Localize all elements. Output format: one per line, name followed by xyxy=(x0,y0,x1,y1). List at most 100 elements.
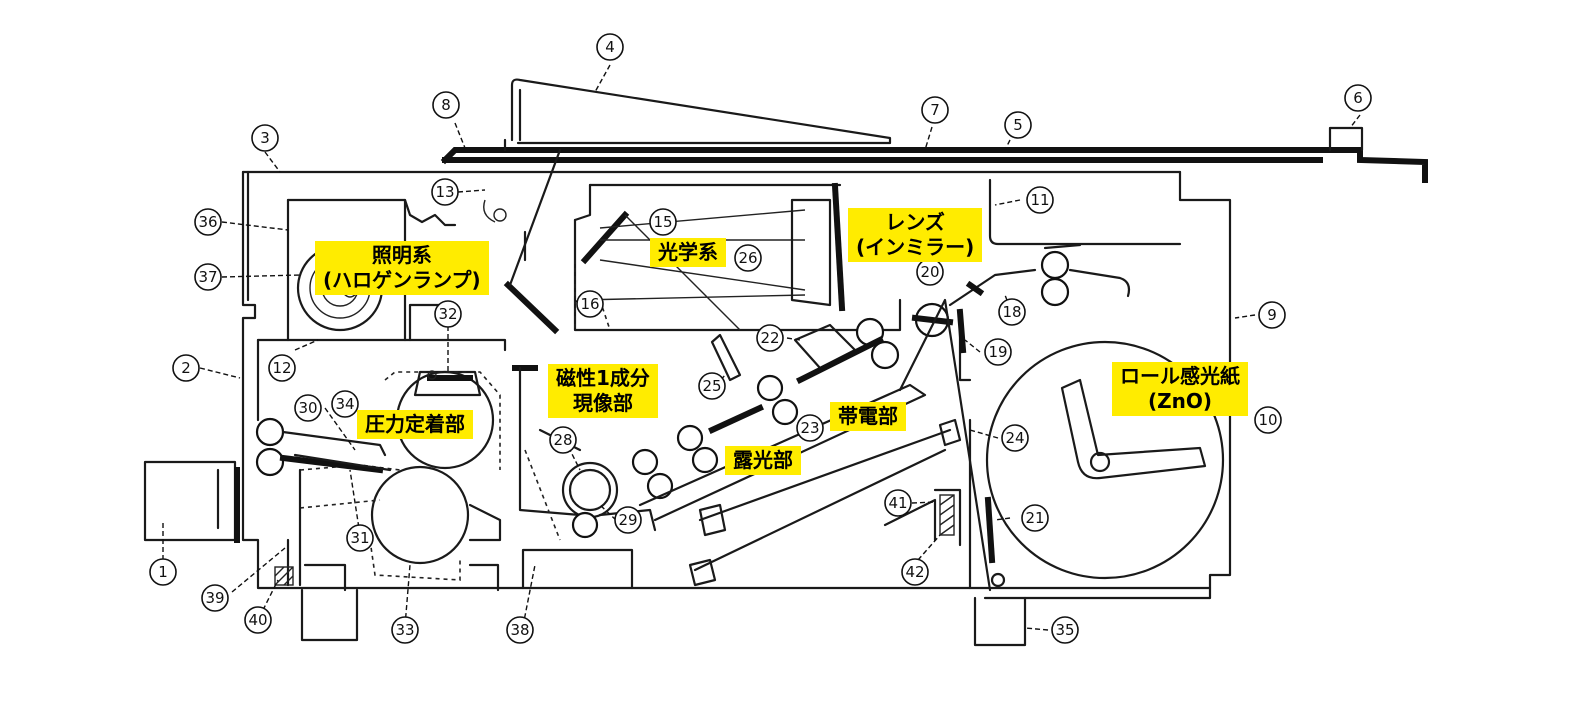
callout-15: 15 xyxy=(649,208,677,236)
callout-16: 16 xyxy=(576,290,604,318)
svg-text:31: 31 xyxy=(350,529,369,547)
svg-text:37: 37 xyxy=(198,268,217,286)
svg-text:2: 2 xyxy=(181,359,191,377)
callout-26: 26 xyxy=(734,244,762,272)
callout-31: 31 xyxy=(346,524,374,552)
callout-11: 11 xyxy=(1026,186,1054,214)
callout-34: 34 xyxy=(331,390,359,418)
pressure-fuser xyxy=(286,370,502,592)
label-lens-line1: レンズ xyxy=(885,210,945,234)
callout-28: 28 xyxy=(549,426,577,454)
label-charging-line1: 帯電部 xyxy=(838,404,898,428)
platen-cover xyxy=(510,78,892,145)
exit-tray xyxy=(143,460,240,543)
callout-38: 38 xyxy=(506,616,534,644)
callout-7: 7 xyxy=(921,96,949,124)
svg-text:26: 26 xyxy=(738,249,757,267)
label-developing-line2: 現像部 xyxy=(572,391,633,415)
callout-5: 5 xyxy=(1004,111,1032,139)
callout-33: 33 xyxy=(391,616,419,644)
svg-text:5: 5 xyxy=(1013,116,1023,134)
svg-text:35: 35 xyxy=(1055,621,1074,639)
callout-35: 35 xyxy=(1051,616,1079,644)
label-lens: レンズ (インミラー) xyxy=(848,208,983,262)
svg-text:4: 4 xyxy=(605,38,615,56)
callout-4: 4 xyxy=(596,33,624,61)
svg-text:13: 13 xyxy=(435,183,454,201)
svg-text:18: 18 xyxy=(1002,303,1021,321)
callout-25: 25 xyxy=(698,372,726,400)
svg-text:33: 33 xyxy=(395,621,414,639)
callout-40: 40 xyxy=(244,606,272,634)
label-illumination-line1: 照明系 xyxy=(371,243,432,267)
callout-20: 20 xyxy=(916,258,944,286)
svg-text:28: 28 xyxy=(553,431,572,449)
svg-text:11: 11 xyxy=(1030,191,1049,209)
exposure-unit xyxy=(631,298,1006,592)
callouts: 1 2 3 4 5 6 7 8 9 10 11 12 13 15 16 18 1… xyxy=(149,33,1372,644)
svg-text:29: 29 xyxy=(618,511,637,529)
label-optics-line1: 光学系 xyxy=(658,240,718,264)
callout-3: 3 xyxy=(251,124,279,152)
label-lens-line2: (インミラー) xyxy=(856,235,975,259)
callout-32: 32 xyxy=(434,300,462,328)
svg-text:23: 23 xyxy=(800,419,819,437)
document-platen xyxy=(440,126,1428,183)
svg-text:32: 32 xyxy=(438,305,457,323)
label-charging: 帯電部 xyxy=(830,402,906,431)
svg-text:15: 15 xyxy=(653,213,672,231)
svg-text:42: 42 xyxy=(905,563,924,581)
svg-text:38: 38 xyxy=(510,621,529,639)
feed-rollers xyxy=(911,243,1131,354)
callout-22: 22 xyxy=(756,324,784,352)
svg-text:36: 36 xyxy=(198,213,217,231)
paper-roll xyxy=(985,340,1225,580)
callout-39: 39 xyxy=(201,584,229,612)
label-exposure-line1: 露光部 xyxy=(733,448,793,472)
label-optics: 光学系 xyxy=(650,238,726,267)
label-paper-roll-line1: ロール感光紙 xyxy=(1120,364,1240,388)
svg-text:3: 3 xyxy=(260,129,270,147)
label-paper-roll-line2: (ZnO) xyxy=(1147,389,1213,413)
callout-8: 8 xyxy=(432,91,460,119)
svg-text:34: 34 xyxy=(335,395,354,413)
svg-text:25: 25 xyxy=(702,377,721,395)
callout-18: 18 xyxy=(998,298,1026,326)
svg-text:24: 24 xyxy=(1005,429,1024,447)
svg-text:9: 9 xyxy=(1267,306,1277,324)
callout-9: 9 xyxy=(1258,301,1286,329)
callout-19: 19 xyxy=(984,338,1012,366)
label-exposure: 露光部 xyxy=(725,446,801,475)
callout-37: 37 xyxy=(194,263,222,291)
callout-13: 13 xyxy=(431,178,459,206)
callout-42: 42 xyxy=(901,558,929,586)
label-illumination: 照明系 (ハロゲンランプ) xyxy=(315,241,489,295)
callout-1: 1 xyxy=(149,558,177,586)
svg-text:1: 1 xyxy=(158,563,168,581)
bottom-parts xyxy=(274,488,1027,647)
svg-text:7: 7 xyxy=(930,101,940,119)
svg-text:10: 10 xyxy=(1258,411,1277,429)
svg-text:39: 39 xyxy=(205,589,224,607)
svg-text:6: 6 xyxy=(1353,89,1363,107)
callout-21: 21 xyxy=(1021,504,1049,532)
svg-text:30: 30 xyxy=(298,399,317,417)
svg-text:21: 21 xyxy=(1025,509,1044,527)
label-developing-line1: 磁性1成分 xyxy=(556,366,650,390)
label-illumination-line2: (ハロゲンランプ) xyxy=(323,268,481,292)
svg-text:20: 20 xyxy=(920,263,939,281)
svg-text:8: 8 xyxy=(441,96,451,114)
callout-2: 2 xyxy=(172,354,200,382)
svg-text:41: 41 xyxy=(888,494,907,512)
svg-text:19: 19 xyxy=(988,343,1007,361)
label-fusing: 圧力定着部 xyxy=(357,410,473,439)
optical-system xyxy=(503,148,902,382)
callout-23: 23 xyxy=(796,414,824,442)
callout-10: 10 xyxy=(1254,406,1282,434)
label-developing: 磁性1成分 現像部 xyxy=(548,364,658,418)
svg-text:22: 22 xyxy=(760,329,779,347)
callout-24: 24 xyxy=(1001,424,1029,452)
label-paper-roll: ロール感光紙 (ZnO) xyxy=(1112,362,1248,416)
housing xyxy=(241,170,1232,600)
